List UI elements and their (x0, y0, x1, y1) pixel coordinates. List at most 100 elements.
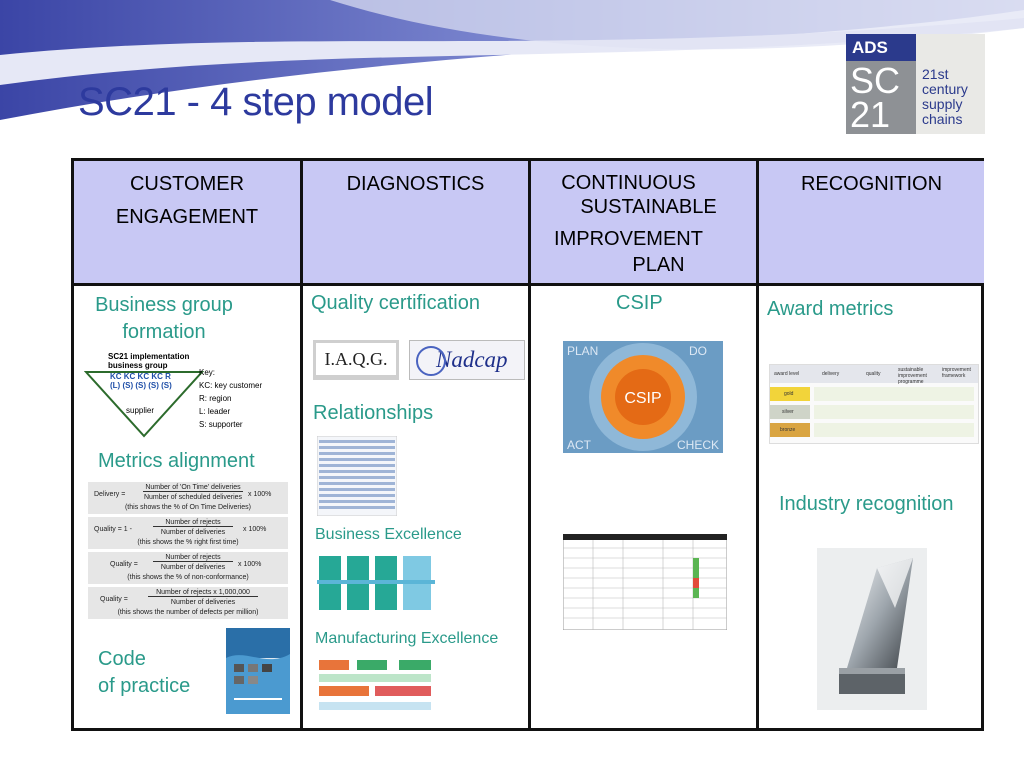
sc21-mark-top: SC (850, 60, 901, 101)
formula-note: (this shows the % of On Time Deliveries) (124, 504, 252, 511)
formula-numerator: Number of rejects (153, 519, 233, 527)
iaqg-logo: I.A.Q.G. (313, 340, 399, 380)
header-line: CUSTOMER (129, 173, 245, 195)
header-line: ENGAGEMENT (115, 206, 259, 228)
kc-row: KC KC KC KC R (110, 372, 171, 381)
award-col-header: award level (774, 371, 800, 377)
award-level-silver: silver (770, 405, 810, 419)
nadcap-logo: Nadcap (409, 340, 525, 380)
manufacturing-excellence-heading: Manufacturing Excellence (315, 630, 499, 647)
formula-denominator: Number of deliveries (160, 529, 226, 536)
business-excellence-diagram (317, 552, 435, 614)
formula-lhs: Delivery = (94, 491, 126, 498)
formula-denominator: Number of deliveries (160, 564, 226, 571)
award-level-gold: gold (770, 387, 810, 401)
header-line: PLAN (632, 254, 685, 276)
heading-line: of practice (98, 675, 191, 697)
key-line: KC: key customer (199, 381, 263, 390)
header-line: IMPROVEMENT (554, 228, 703, 250)
diagram-title-line: SC21 implementation (108, 352, 190, 361)
manufacturing-excellence-diagram (317, 658, 435, 714)
quality-nc-formula: Quality = Number of rejects Number of de… (88, 552, 288, 584)
business-group-triangle (84, 371, 204, 438)
four-step-table: CUSTOMER ENGAGEMENT DIAGNOSTICS CONTINUO… (71, 158, 984, 731)
formula-numerator: Number of rejects (153, 554, 233, 562)
formula-lhs: Quality = 1 - (94, 526, 132, 533)
award-row (814, 423, 974, 437)
tagline-line: century (922, 81, 968, 97)
kc-row: (L) (S) (S) (S) (S) (110, 381, 172, 390)
formula-multiplier: x 100% (248, 491, 272, 498)
formula-note: (this shows the number of defects per mi… (117, 609, 259, 616)
crystal-award-image (817, 548, 927, 710)
formula-note: (this shows the % right first time) (137, 539, 239, 546)
diagram-title: SC21 implementation business group (108, 352, 189, 370)
award-level-bronze: bronze (770, 423, 810, 437)
csip-center-label: CSIP (624, 390, 661, 407)
industry-recognition-heading: Industry recognition (779, 493, 954, 515)
award-level-label: gold (784, 391, 794, 397)
header-customer-engagement: CUSTOMER ENGAGEMENT (74, 161, 303, 286)
diagram-title-line: business group (108, 361, 168, 370)
nadcap-globe-icon (416, 346, 446, 376)
csip-pdca-diagram: CSIP PLAN DO ACT CHECK (563, 341, 723, 453)
formula-numerator: Number of rejects x 1,000,000 (148, 589, 258, 597)
sc21-mark-bottom: 21 (850, 94, 891, 135)
award-col-header: quality (866, 371, 881, 377)
code-of-practice-cover-image (226, 628, 290, 714)
award-row (814, 405, 974, 419)
quality-rft-formula: Quality = 1 - Number of rejects Number o… (88, 517, 288, 549)
nadcap-text: Nadcap (436, 347, 508, 372)
sc21-mark: SC 21 (846, 61, 916, 134)
do-label: DO (689, 344, 707, 358)
header-text: DIAGNOSTICS (346, 173, 485, 195)
heading-line: Business group (95, 294, 233, 316)
column-customer-engagement: Business group formation SC21 implementa… (74, 286, 303, 728)
formula-denominator: Number of deliveries (170, 599, 236, 606)
key-line: R: region (199, 394, 232, 403)
csip-plan-table-image (563, 534, 727, 630)
delivery-formula: Delivery = Number of 'On Time' deliverie… (88, 482, 288, 514)
quality-certification-heading: Quality certification (311, 292, 480, 314)
key-line: Key: (199, 368, 216, 377)
award-col-header: delivery (822, 371, 840, 377)
act-label: ACT (567, 438, 592, 452)
key-line: L: leader (199, 407, 231, 416)
code-of-practice-heading: Code of practice (98, 646, 190, 700)
award-metrics-table: award level delivery quality sustainable… (769, 364, 979, 444)
logo-tagline: 21st century supply chains (922, 67, 968, 127)
header-line: CONTINUOUS (561, 172, 696, 194)
key-line: S: supporter (199, 420, 243, 429)
heading-line: Code (98, 648, 146, 670)
formula-lhs: Quality = (110, 561, 138, 568)
formula-lhs: Quality = (100, 596, 128, 603)
relationships-heading: Relationships (313, 402, 434, 424)
tagline-line: 21st (922, 66, 949, 82)
tagline-line: chains (922, 111, 963, 127)
csip-heading: CSIP (616, 292, 663, 314)
header-recognition: RECOGNITION (759, 161, 984, 286)
tagline-line: supply (922, 96, 963, 112)
award-metrics-heading: Award metrics (767, 298, 894, 320)
award-level-label: bronze (780, 427, 796, 433)
check-label: CHECK (677, 438, 719, 452)
award-col-header: sustainable improvement programme (898, 367, 927, 385)
award-table-header: award level delivery quality sustainable… (770, 365, 978, 385)
column-recognition: Award metrics award level delivery quali… (759, 286, 984, 728)
quality-ppm-formula: Quality = Number of rejects x 1,000,000 … (88, 587, 288, 619)
business-group-heading: Business group formation (84, 292, 244, 346)
award-col-header: improvement framework (942, 367, 971, 379)
diagram-key: Key: KC: key customer R: region L: leade… (199, 366, 262, 431)
slide-title: SC21 - 4 step model (78, 80, 434, 124)
formula-multiplier: x 100% (243, 526, 267, 533)
formula-denominator: Number of scheduled deliveries (143, 494, 243, 501)
iaqg-text: I.A.Q.G. (316, 343, 396, 375)
header-text: CUSTOMER ENGAGEMENT (74, 169, 300, 232)
award-row (814, 387, 974, 401)
award-level-label: silver (782, 409, 794, 415)
kc-labels: KC KC KC KC R (L) (S) (S) (S) (S) (110, 372, 172, 390)
formula-numerator: Number of 'On Time' deliveries (143, 484, 243, 492)
heading-line: formation (122, 321, 206, 343)
metrics-alignment-heading: Metrics alignment (98, 450, 255, 472)
formula-note: (this shows the % of non-conformance) (127, 574, 249, 581)
